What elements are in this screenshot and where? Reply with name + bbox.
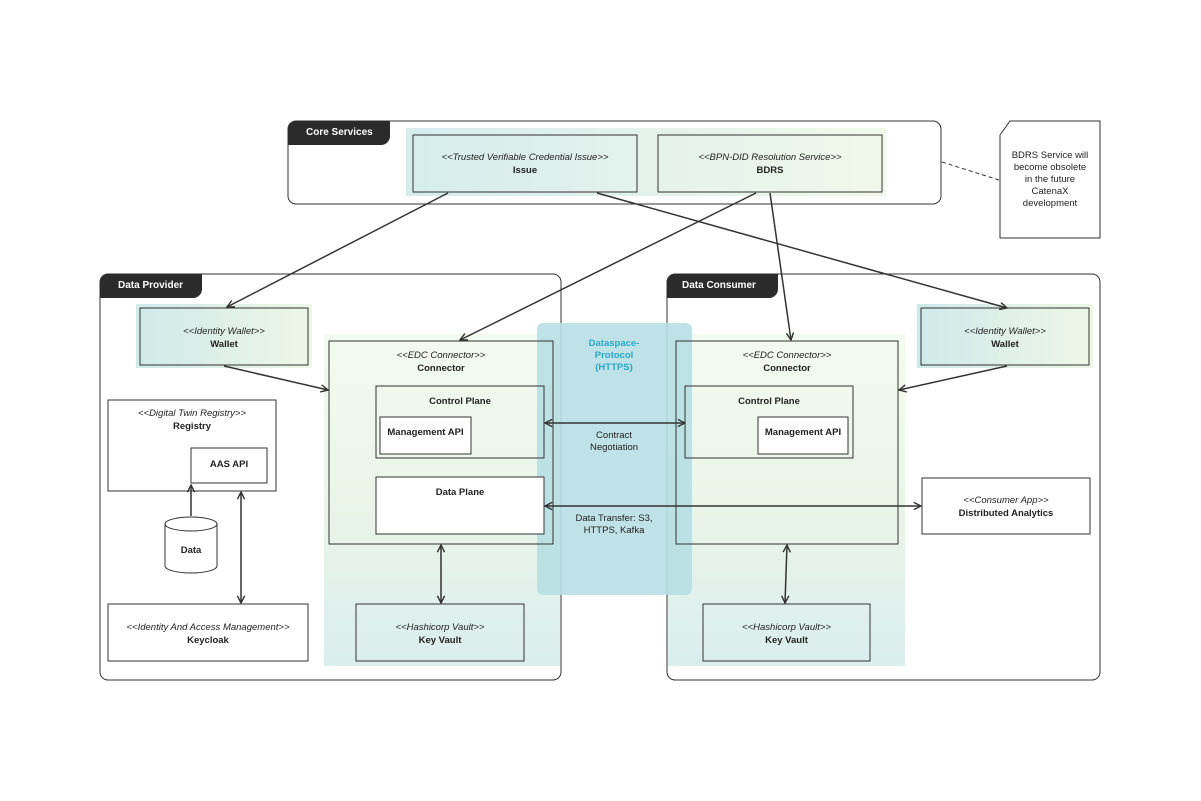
consumer-app-label: <<Consumer App>> Distributed Analytics xyxy=(922,494,1090,520)
issuer-to-provider-wallet-arrow xyxy=(227,192,449,307)
data-label: Data xyxy=(165,544,217,557)
note-connector xyxy=(941,161,1000,181)
consumer-control-plane-title: Control Plane xyxy=(738,396,800,407)
provider-wallet-to-connector-arrow xyxy=(223,365,328,390)
provider-connector-label: <<EDC Connector>> Connector xyxy=(329,349,553,375)
aas-api-label: AAS API xyxy=(191,458,267,471)
core-highlight xyxy=(406,128,886,196)
provider-data-plane-label: Data Plane xyxy=(376,486,544,499)
iam-name: Keycloak xyxy=(187,635,229,646)
provider-management-api-box xyxy=(379,416,472,455)
registry-label: <<Digital Twin Registry>> Registry xyxy=(108,407,276,433)
provider-control-plane-box xyxy=(375,385,545,459)
consumer-management-api-text: Management API xyxy=(764,427,842,438)
provider-management-api-label: Management API xyxy=(383,426,468,439)
provider-control-plane-title: Control Plane xyxy=(429,396,491,407)
consumer-wallet-label: <<Identity Wallet>> Wallet xyxy=(921,325,1089,351)
bdrs-box xyxy=(657,134,883,193)
consumer-app-box xyxy=(921,477,1091,535)
data-provider-tab: Data Provider xyxy=(100,274,202,298)
provider-wallet-box xyxy=(139,307,309,366)
consumer-connector-label: <<EDC Connector>> Connector xyxy=(676,349,898,375)
bdrs-label: <<BPN-DID Resolution Service>> BDRS xyxy=(658,151,882,177)
iam-stereotype: <<Identity And Access Management>> xyxy=(126,622,290,633)
consumer-connector-stereotype: <<EDC Connector>> xyxy=(742,350,832,361)
bdrs-to-provider-connector-arrow xyxy=(460,192,757,340)
issuer-box xyxy=(412,134,638,193)
data-consumer-tab: Data Consumer xyxy=(667,274,778,298)
consumer-wallet-to-connector-arrow xyxy=(899,365,1008,390)
provider-management-api-text: Management API xyxy=(387,427,464,438)
aas-api-box xyxy=(190,447,268,484)
provider-wallet-label: <<Identity Wallet>> Wallet xyxy=(140,325,308,351)
provider-vault-stereotype: <<Hashicorp Vault>> xyxy=(395,622,485,633)
provider-connector-box xyxy=(328,340,554,545)
note-box xyxy=(999,120,1101,239)
provider-data-plane-title: Data Plane xyxy=(435,487,485,498)
provider-wallet-name: Wallet xyxy=(210,339,238,350)
provider-data-plane-box xyxy=(375,476,545,535)
consumer-control-plane-label: Control Plane xyxy=(685,395,853,408)
bdrs-stereotype: <<BPN-DID Resolution Service>> xyxy=(698,152,842,163)
consumer-management-api-label: Management API xyxy=(760,426,846,439)
issuer-to-consumer-wallet-arrow xyxy=(596,192,1007,308)
provider-connector-stereotype: <<EDC Connector>> xyxy=(396,350,486,361)
provider-vault-label: <<Hashicorp Vault>> Key Vault xyxy=(356,621,524,647)
consumer-wallet-bg xyxy=(917,304,1093,368)
bdrs-to-consumer-connector-arrow xyxy=(769,192,791,340)
provider-vault-name: Key Vault xyxy=(418,635,462,646)
core-services-tab: Core Services xyxy=(288,121,390,145)
consumer-app-stereotype: <<Consumer App>> xyxy=(963,495,1049,506)
data-text: Data xyxy=(180,545,202,556)
registry-stereotype: <<Digital Twin Registry>> xyxy=(137,408,247,419)
consumer-connector-name: Connector xyxy=(763,363,811,374)
consumer-connector-area xyxy=(668,334,905,666)
consumer-vault-label: <<Hashicorp Vault>> Key Vault xyxy=(703,621,870,647)
issuer-name: Issue xyxy=(512,165,538,176)
provider-wallet-bg xyxy=(136,304,312,368)
consumer-management-api-box xyxy=(757,416,849,455)
aas-api-text: AAS API xyxy=(209,459,249,470)
bdrs-name: BDRS xyxy=(756,165,784,176)
data-transfer-label: Data Transfer: S3, HTTPS, Kafka xyxy=(575,513,653,536)
contract-negotiation-label: Contract Negotiation xyxy=(589,430,639,453)
dataspace-band xyxy=(537,323,692,595)
provider-vault-box xyxy=(355,603,525,662)
consumer-connector-vault-arrow xyxy=(785,545,787,603)
dataspace-protocol-label: Dataspace-Protocol (HTTPS) xyxy=(588,338,640,373)
bdrs-note-text: BDRS Service will become obsolete in the… xyxy=(1011,150,1089,209)
iam-box xyxy=(107,603,309,662)
registry-name: Registry xyxy=(172,421,211,432)
iam-label: <<Identity And Access Management>> Keycl… xyxy=(108,621,308,647)
issuer-stereotype: <<Trusted Verifiable Credential Issue>> xyxy=(441,152,609,163)
consumer-app-name: Distributed Analytics xyxy=(958,508,1054,519)
data-cylinder xyxy=(164,516,218,574)
consumer-vault-name: Key Vault xyxy=(765,635,808,646)
consumer-vault-stereotype: <<Hashicorp Vault>> xyxy=(742,622,831,633)
consumer-wallet-stereotype: <<Identity Wallet>> xyxy=(964,326,1046,337)
provider-connector-name: Connector xyxy=(417,363,465,374)
provider-wallet-stereotype: <<Identity Wallet>> xyxy=(183,326,265,337)
consumer-wallet-name: Wallet xyxy=(991,339,1019,350)
issuer-label: <<Trusted Verifiable Credential Issue>> … xyxy=(413,151,637,177)
provider-control-plane-label: Control Plane xyxy=(376,395,544,408)
